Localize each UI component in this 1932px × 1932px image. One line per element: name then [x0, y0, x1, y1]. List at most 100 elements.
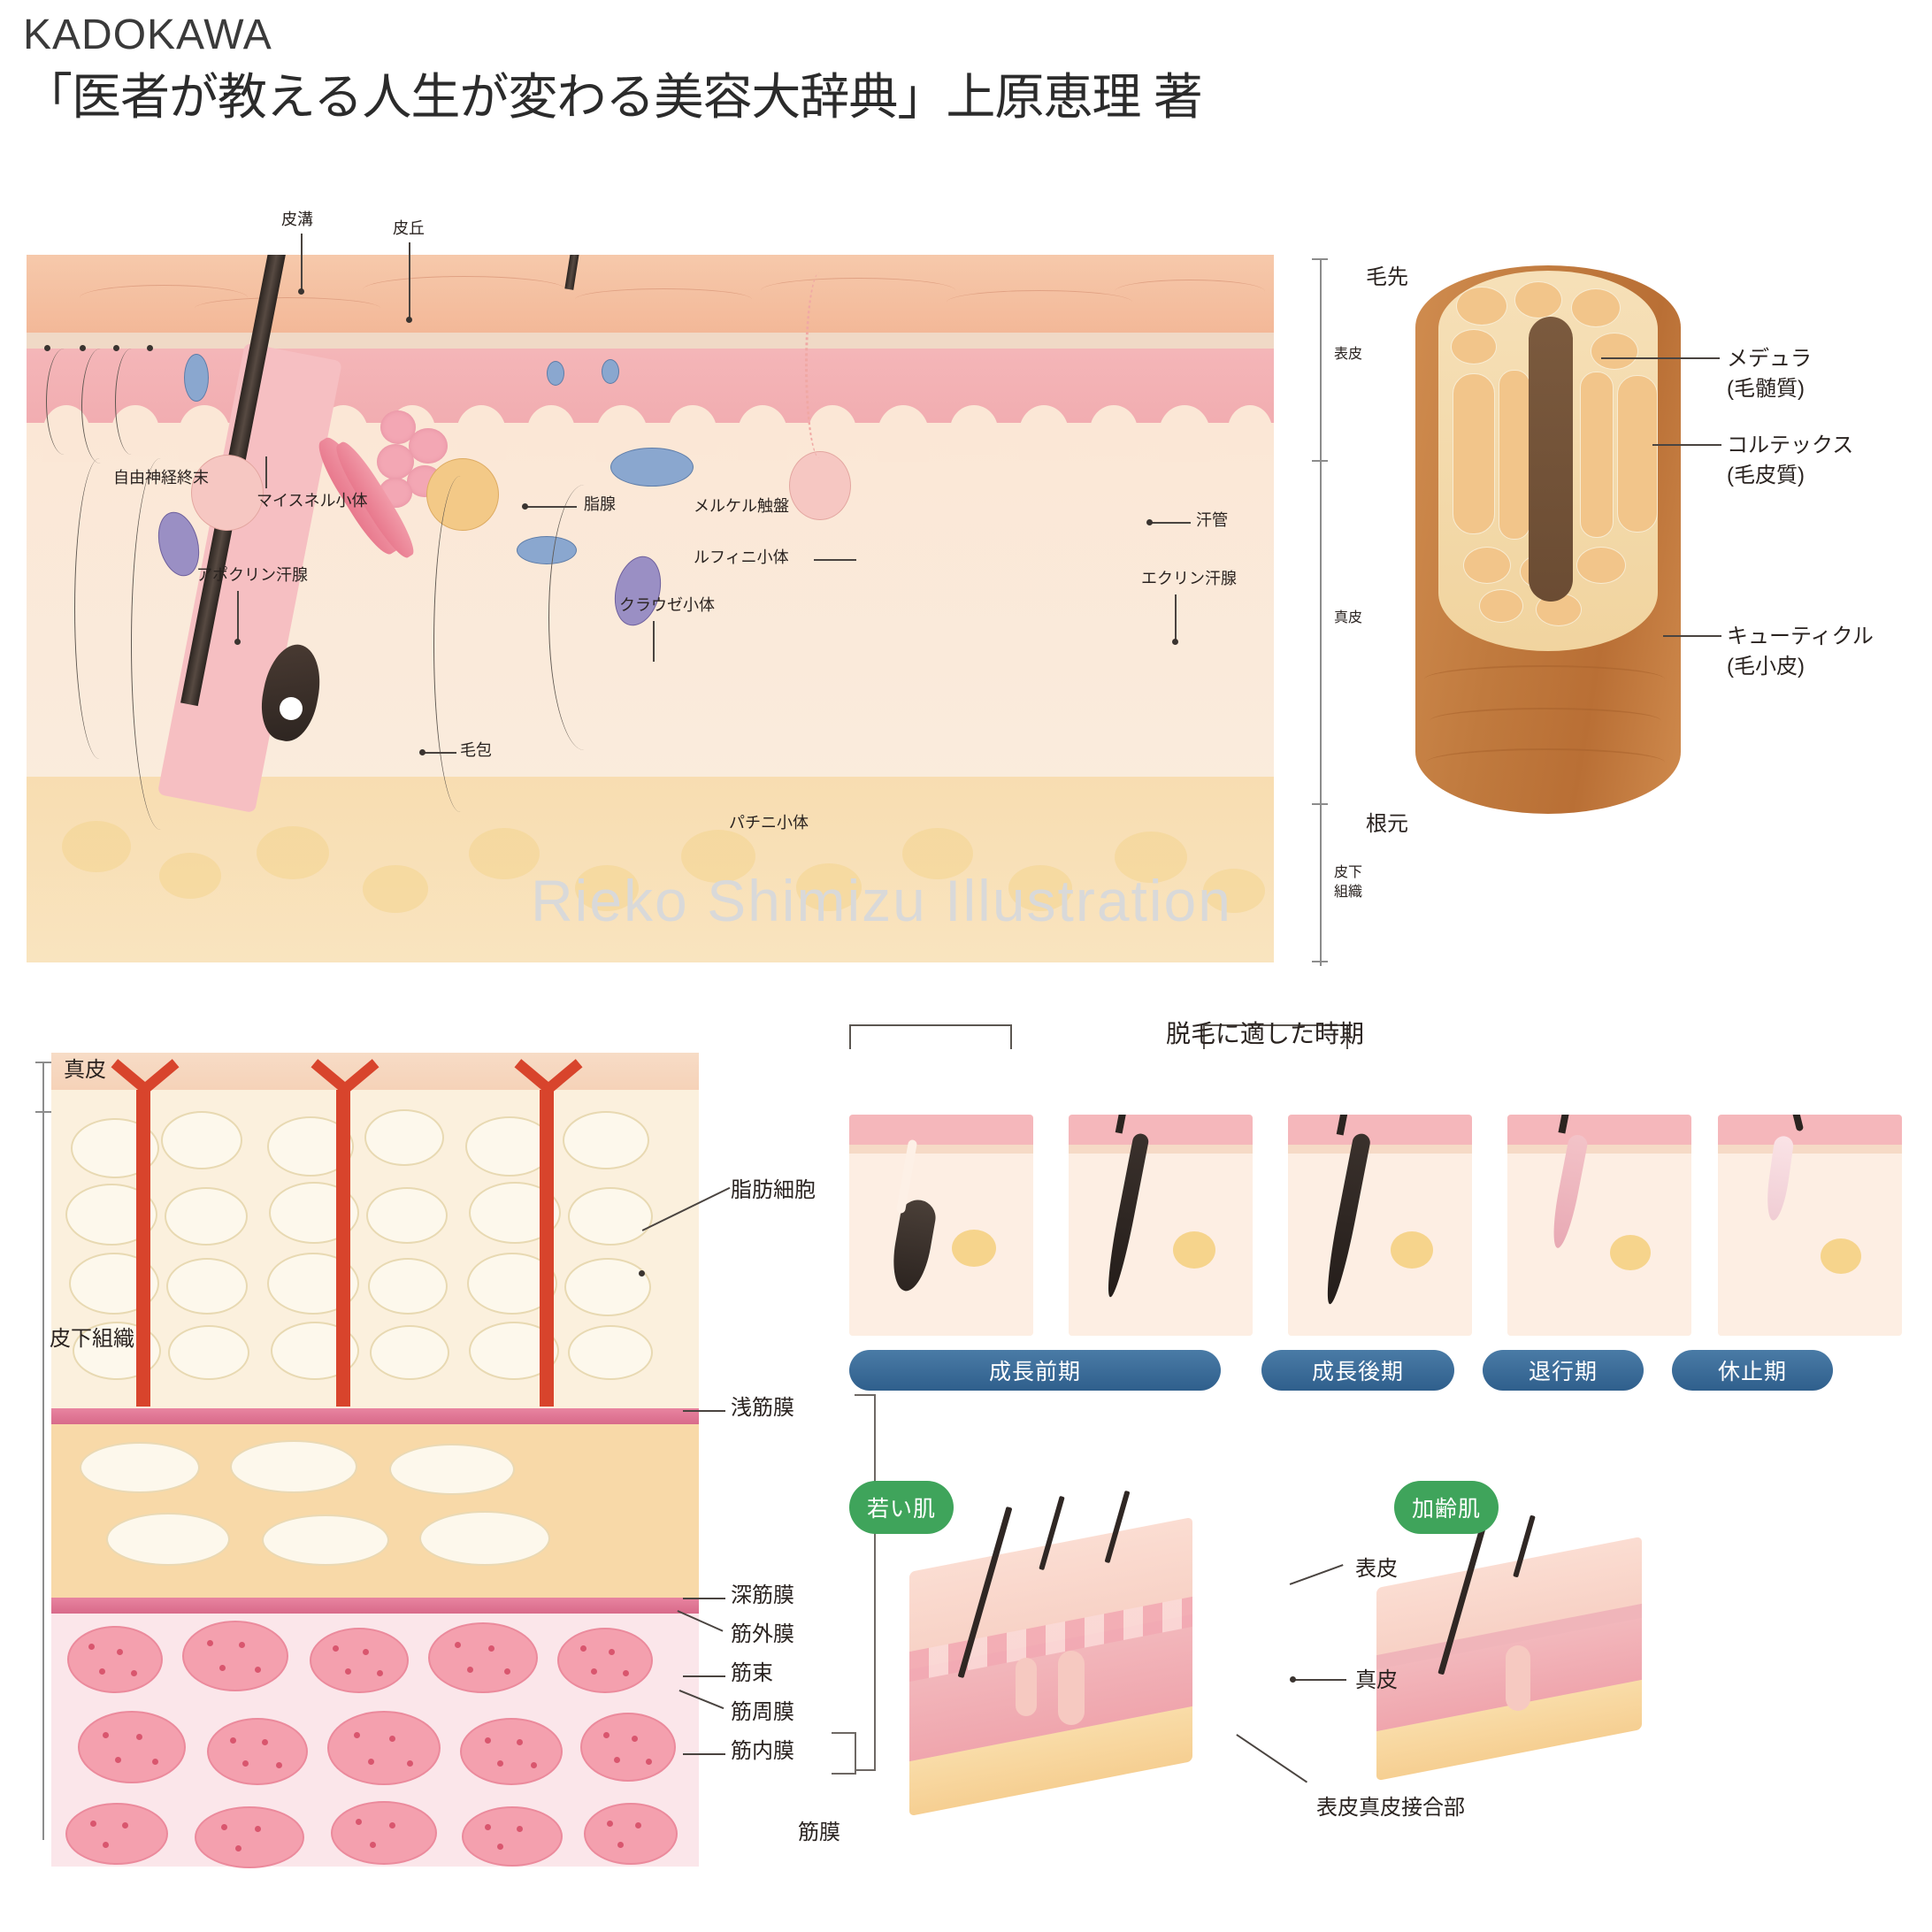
eccrine-gland-body [789, 451, 851, 520]
fat-cell [165, 1187, 248, 1246]
leader-dot [1290, 1676, 1296, 1683]
leader-cortex [1652, 444, 1721, 446]
label-aging-epidermis: 表皮 [1355, 1557, 1398, 1581]
fascia-layers-diagram [27, 1053, 699, 1868]
label-fascicle: 筋束 [731, 1661, 773, 1685]
fascia-sub-bracket [832, 1732, 856, 1775]
cycle-horny [1069, 1145, 1253, 1154]
cycle-horny [1288, 1145, 1472, 1154]
cycle-horny [849, 1145, 1033, 1154]
dermal-papilla-of-hair [280, 697, 303, 720]
label-cuticle-sub: (毛小皮) [1727, 655, 1805, 678]
fat-cell [161, 1111, 242, 1169]
muscle-bundle [331, 1801, 437, 1865]
cycle-papilla [1821, 1238, 1861, 1274]
aged-skin-gland [1506, 1645, 1530, 1711]
dermal-papilla [179, 405, 230, 462]
free-nerve-branch [46, 349, 82, 455]
cycle-epidermis [1288, 1115, 1472, 1145]
cortex-fibre [1617, 375, 1658, 533]
cycle-dermis [849, 1154, 1033, 1336]
fat-cell [368, 1258, 448, 1315]
fat-cell [364, 1109, 444, 1166]
skin-surface-line [1115, 280, 1265, 303]
young-skin-gland [1016, 1658, 1037, 1716]
label-cortex-sub: (毛皮質) [1727, 464, 1805, 487]
nerve-ending-dot [80, 345, 86, 351]
apocrine-gland-body [191, 455, 264, 531]
label-pacinian: パチニ小体 [729, 814, 809, 832]
septum-vessel [540, 1090, 554, 1407]
dermal-papilla [1159, 405, 1210, 462]
cycle-phase-pill-3: 退行期 [1483, 1350, 1644, 1391]
label-eccrine: エクリン汗腺 [1141, 570, 1237, 587]
dermal-papilla [669, 405, 717, 455]
cortex-cell [1571, 288, 1621, 327]
cycle-papilla [1610, 1235, 1651, 1270]
fat-lobule [1008, 865, 1072, 911]
skin-surface-line [761, 278, 955, 303]
fat-cell [166, 1258, 248, 1315]
muscle-bundle [195, 1806, 304, 1868]
deep-fat-cell [106, 1513, 230, 1566]
label-hair-root: 根元 [1366, 812, 1408, 836]
publisher-name: KADOKAWA [23, 12, 272, 58]
deep-fat-cell [80, 1442, 200, 1493]
leader-ridge [409, 242, 410, 318]
label-hair-removal-window: 脱毛に適した時期 [1166, 1020, 1365, 1047]
septum-vessel [336, 1090, 350, 1407]
badge-aged-skin: 加齢肌 [1394, 1481, 1499, 1534]
leader-dot [1146, 519, 1153, 525]
hair-shaft-structure-diagram [1415, 265, 1698, 814]
cycle-epidermis [1069, 1115, 1253, 1145]
depth-label-subcutis-l1: 皮下 [1334, 865, 1363, 880]
label-meissner: マイスネル小体 [257, 492, 368, 510]
leader-sulcus [301, 234, 303, 290]
cycle-stage-3 [1288, 1115, 1472, 1336]
muscle-bundle [462, 1806, 563, 1867]
label-aging-dermis: 真皮 [1355, 1668, 1398, 1692]
muscle-bundle [182, 1621, 288, 1691]
deep-fat-cell [389, 1444, 515, 1495]
leader-ruffini [814, 559, 856, 561]
label-cortex-main: コルテックス [1727, 433, 1854, 457]
horny-boundary-layer [27, 333, 1274, 349]
fat-cell [568, 1325, 653, 1380]
fat-lobule [62, 821, 131, 872]
cortex-cell [1479, 589, 1523, 623]
fascia-tick [35, 1111, 51, 1113]
cuticle-scale-edge [1426, 748, 1665, 777]
leader-follicle [423, 752, 456, 754]
cycle-papilla [1173, 1231, 1215, 1269]
cortex-fibre [1453, 373, 1495, 534]
cycle-dermis [1288, 1154, 1472, 1336]
leader-aging-dermis [1293, 1679, 1346, 1681]
leader-deep-fascia [683, 1598, 725, 1599]
leader-apocrine [237, 591, 239, 640]
dermal-papilla [456, 405, 506, 460]
dermal-papilla [950, 405, 998, 455]
depth-label-subcutis-l2: 組織 [1334, 885, 1363, 900]
leader-superficial-fascia [683, 1410, 725, 1412]
cycle-phase-pill-1: 成長前期 [849, 1350, 1221, 1391]
fascia-tick [35, 1062, 51, 1063]
muscle-bundle [460, 1718, 563, 1785]
fat-lobule [575, 865, 639, 911]
young-skin-gland [1058, 1651, 1085, 1725]
leader-sebaceous [525, 506, 577, 508]
leader-dot [639, 1270, 645, 1276]
fascia-label-subcutis: 皮下組織 [50, 1327, 134, 1351]
fascia-group-bracket [855, 1394, 876, 1771]
label-medulla-sub: (毛髄質) [1727, 377, 1805, 401]
cortex-fibre [1499, 370, 1530, 540]
cuticle-scale-edge [1430, 708, 1661, 734]
fat-lobule [1203, 869, 1265, 913]
label-deep-fascia: 深筋膜 [731, 1583, 794, 1607]
superficial-fascia-band [51, 1408, 699, 1424]
dermal-papilla [1228, 405, 1272, 455]
meissner-corpuscle-body [184, 354, 209, 402]
cycle-stage-4 [1507, 1115, 1691, 1336]
skin-surface-line [363, 276, 566, 303]
muscle-bundle [78, 1711, 186, 1783]
